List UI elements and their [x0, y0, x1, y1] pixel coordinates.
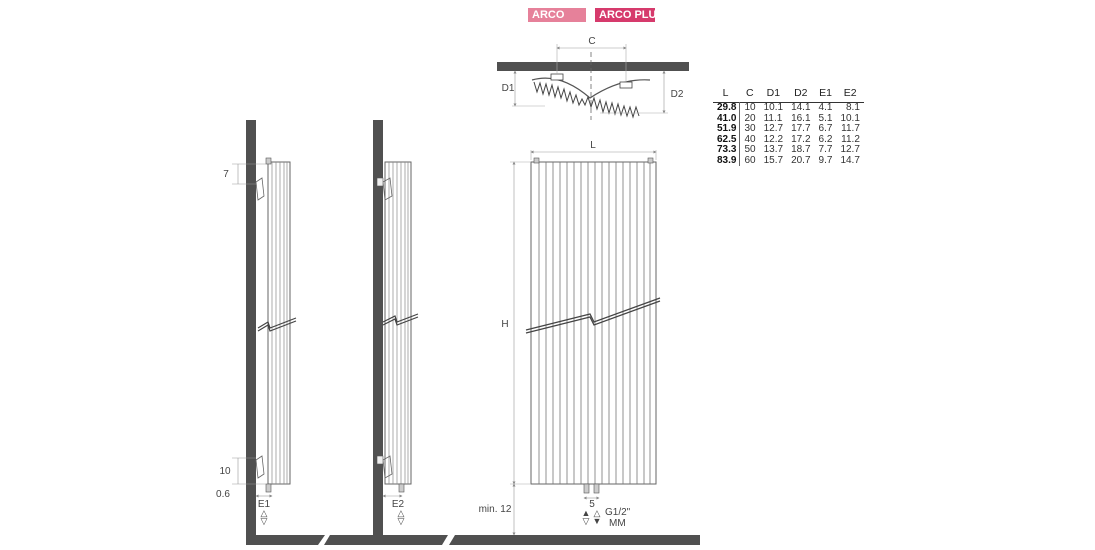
- bracket: [255, 177, 265, 201]
- wall-top: [497, 62, 689, 71]
- front-view: L H min. 12 5 ▲ △ ▽ ▼ G1/2" MM: [449, 140, 700, 545]
- break-line: [525, 297, 661, 331]
- cell: 15.7: [763, 154, 784, 166]
- connection-type-label: MM: [609, 518, 626, 529]
- table-row: 62.5 40 12.2 17.2 6.2 11.2: [713, 133, 864, 145]
- fins: [533, 81, 640, 119]
- cell: 17.7: [791, 123, 811, 134]
- connection-label: G1/2": [605, 507, 631, 518]
- flow-down-icon: ▽: [261, 516, 268, 526]
- side-view-arco-plus: E2 △ ▽: [324, 120, 448, 545]
- header-d2: D2: [794, 87, 808, 99]
- flow-up-icon: △: [261, 508, 268, 518]
- top-gap-label: 7: [223, 169, 229, 180]
- cell: 14.1: [791, 102, 811, 113]
- e2-label: E2: [392, 499, 405, 510]
- cell: 10.1: [763, 102, 784, 113]
- cell: 41.0: [713, 113, 741, 124]
- pipe-spacing-label: 5: [589, 499, 595, 510]
- wall: [373, 120, 383, 545]
- cell: 10.1: [840, 112, 860, 124]
- break-line: [257, 317, 297, 329]
- cell: 9.7: [818, 154, 833, 166]
- cell: 16.1: [791, 112, 811, 124]
- bracket: [382, 455, 393, 479]
- min-clearance-label: min. 12: [479, 504, 512, 515]
- header-e2: E2: [843, 87, 857, 99]
- flow-out-outline-icon: ▽: [583, 516, 590, 526]
- cell: 13.7: [763, 144, 784, 155]
- floor: [246, 535, 325, 545]
- header-l: L: [722, 87, 729, 99]
- floor-gap-label: 0.6: [216, 489, 230, 500]
- cell: 12.2: [763, 133, 784, 145]
- flow-in-outline-icon: △: [594, 508, 601, 518]
- flow-down-icon: ▽: [398, 516, 405, 526]
- cell: 7.7: [818, 144, 833, 155]
- bracket: [382, 177, 393, 201]
- cell: 73.3: [713, 144, 741, 156]
- table-row: 73.3 50 13.7 18.7 7.7 12.7: [713, 144, 864, 156]
- dimensions-table: L C D1 D2 E1 E2 29.8 10 10.1 14.1 4.1 8.…: [713, 87, 864, 166]
- table-row: 83.9 60 15.7 20.7 9.7 14.7: [713, 154, 864, 166]
- cell: 83.9: [713, 155, 741, 166]
- cell: 50: [744, 144, 756, 155]
- bracket: [255, 455, 265, 479]
- header-e1: E1: [819, 87, 832, 99]
- cell: 6.2: [818, 133, 833, 145]
- header-d1: D1: [766, 87, 781, 99]
- cell: 60: [744, 154, 756, 166]
- cell: 11.1: [763, 112, 783, 124]
- cell: 8.1: [846, 102, 860, 113]
- cell: 11.7: [841, 123, 860, 134]
- cell: 20: [744, 112, 756, 124]
- cell: 62.5: [713, 134, 741, 145]
- side-view-arco: 7 10 0.6 E1 △ ▽: [216, 120, 325, 545]
- cell: 12.7: [763, 123, 784, 134]
- table-row: 51.9 30 12.7 17.7 6.7 11.7: [713, 123, 864, 135]
- floor: [449, 535, 700, 545]
- cell: 12.7: [840, 144, 860, 155]
- cell: 17.2: [791, 133, 811, 145]
- top-view: C D1 D2: [497, 36, 689, 120]
- pipe-connector: [583, 483, 590, 494]
- h-label: H: [501, 319, 508, 330]
- cell: 40: [744, 133, 756, 145]
- cell: 51.9: [713, 123, 741, 135]
- cell: 5.1: [818, 112, 833, 124]
- connector-left: [550, 73, 564, 81]
- cell: 29.8: [713, 102, 741, 114]
- front-fins: [538, 162, 651, 484]
- c-label: C: [588, 36, 595, 47]
- wall: [246, 120, 256, 545]
- cell: 18.7: [791, 144, 811, 155]
- cell: 10: [744, 102, 756, 113]
- flow-up-icon: △: [398, 508, 405, 518]
- header-c: C: [745, 87, 754, 99]
- d2-label: D2: [671, 89, 684, 100]
- tab-arco-plus[interactable]: ARCO PLUS: [595, 8, 655, 22]
- table-header-row: L C D1 D2 E1 E2: [713, 87, 864, 103]
- table-row: 29.8 10 10.1 14.1 4.1 8.1: [713, 102, 864, 114]
- radiator-outline: [531, 77, 651, 99]
- floor: [324, 535, 448, 545]
- d1-label: D1: [502, 83, 515, 94]
- cell: 30: [744, 123, 756, 134]
- flow-out-icon: ▼: [593, 516, 602, 526]
- tab-arco[interactable]: ARCO: [528, 8, 586, 22]
- cell: 14.7: [840, 154, 860, 166]
- e1-label: E1: [258, 499, 271, 510]
- cell: 4.1: [818, 102, 833, 113]
- pipe-connector: [593, 483, 600, 494]
- cell: 6.7: [818, 123, 833, 134]
- l-label: L: [590, 140, 596, 151]
- bottom-gap-label: 10: [219, 466, 231, 477]
- table-row: 41.0 20 11.1 16.1 5.1 10.1: [713, 112, 864, 124]
- connector-right: [619, 81, 633, 89]
- cell: 20.7: [791, 154, 811, 166]
- cell: 11.2: [841, 133, 860, 145]
- break-line: [382, 313, 419, 323]
- flow-in-icon: ▲: [582, 508, 591, 518]
